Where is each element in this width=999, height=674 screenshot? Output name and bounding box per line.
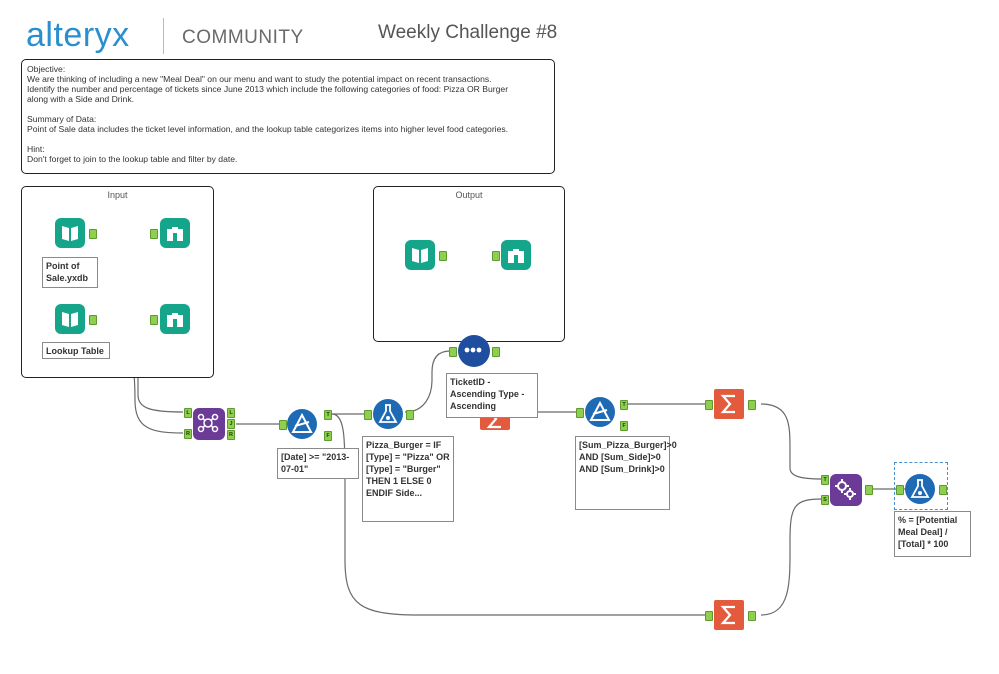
objective-heading: Objective: xyxy=(27,64,66,74)
objective-comment-box[interactable]: Objective: We are thinking of including … xyxy=(21,59,555,174)
community-label: COMMUNITY xyxy=(182,27,304,48)
selection-outline xyxy=(894,462,948,510)
wire-summarize-append xyxy=(760,403,823,480)
book-icon xyxy=(62,312,78,327)
wire-summarize2-append xyxy=(760,498,823,616)
sigma-icon xyxy=(720,394,735,414)
sigma-icon xyxy=(720,605,735,625)
join-l-output-anchor[interactable]: L xyxy=(227,408,235,418)
challenge-title: Weekly Challenge #8 xyxy=(378,22,558,43)
input-anchor[interactable] xyxy=(492,251,500,261)
filter-icon xyxy=(589,400,611,421)
input-anchor[interactable] xyxy=(896,485,904,495)
summary-heading: Summary of Data: xyxy=(27,114,97,124)
annotation-pos: Point of Sale.yxdb xyxy=(42,257,98,288)
binoculars-icon xyxy=(167,313,183,327)
output-anchor[interactable] xyxy=(748,611,756,621)
join-left-anchor[interactable]: L xyxy=(184,408,192,418)
filter-tool-date[interactable] xyxy=(287,409,317,439)
input-anchor[interactable] xyxy=(150,229,158,239)
output-container[interactable]: Output xyxy=(373,186,565,342)
summarize-tool-meal-deal[interactable] xyxy=(714,389,744,419)
flask-icon xyxy=(378,404,398,423)
annotation-filter-meal-deal: [Sum_Pizza_Burger]>0 AND [Sum_Side]>0 AN… xyxy=(575,436,677,510)
output-anchor[interactable] xyxy=(89,229,97,239)
output-anchor[interactable] xyxy=(439,251,447,261)
formula-tool-categories[interactable] xyxy=(373,399,403,429)
annotation-sort: TicketID - Ascending Type - Ascending xyxy=(446,373,538,418)
output-anchor[interactable] xyxy=(89,315,97,325)
filter-true-anchor[interactable]: T xyxy=(324,410,332,420)
sort-tool[interactable] xyxy=(458,335,490,367)
input-anchor[interactable] xyxy=(576,408,584,418)
wire-formula-summarize2 xyxy=(331,413,707,616)
summarize-tool-total[interactable] xyxy=(714,600,744,630)
join-r-output-anchor[interactable]: R xyxy=(227,430,235,440)
append-target-anchor[interactable]: T xyxy=(821,475,829,485)
input-anchor[interactable] xyxy=(364,410,372,420)
objective-line: along with a Side and Drink. xyxy=(27,94,135,104)
join-tool[interactable] xyxy=(193,408,225,440)
input-anchor[interactable] xyxy=(449,347,457,357)
filter-false-anchor[interactable]: F xyxy=(324,431,332,441)
formula-tool-percentage[interactable] xyxy=(905,474,935,504)
dots-icon xyxy=(464,347,482,353)
output-container-title: Output xyxy=(455,190,483,200)
input-anchor[interactable] xyxy=(705,400,713,410)
input-anchor[interactable] xyxy=(705,611,713,621)
output-anchor[interactable] xyxy=(748,400,756,410)
browse-tool-lookup[interactable] xyxy=(160,304,190,334)
browse-tool-output[interactable] xyxy=(501,240,531,270)
filter-icon xyxy=(291,412,313,433)
output-anchor[interactable] xyxy=(939,485,947,495)
objective-line: Identify the number and percentage of ti… xyxy=(27,84,509,94)
output-anchor[interactable] xyxy=(406,410,414,420)
input-tool-pos[interactable] xyxy=(55,218,85,248)
book-icon xyxy=(412,248,428,263)
join-right-anchor[interactable]: R xyxy=(184,429,192,439)
gears-icon xyxy=(835,479,856,500)
filter-tool-meal-deal[interactable] xyxy=(585,397,615,427)
output-anchor[interactable] xyxy=(492,347,500,357)
input-tool-lookup[interactable] xyxy=(55,304,85,334)
annotation-lookup: Lookup Table xyxy=(42,342,110,359)
binoculars-icon xyxy=(167,227,183,241)
filter-false-anchor[interactable]: F xyxy=(620,421,628,431)
annotation-formula-categories: Pizza_Burger = IF [Type] = "Pizza" OR [T… xyxy=(362,436,454,522)
flask-icon xyxy=(910,479,930,498)
annotation-filter-date: [Date] >= "2013-07-01" xyxy=(277,448,359,479)
filter-true-anchor[interactable]: T xyxy=(620,400,628,410)
input-container-title: Input xyxy=(107,190,128,200)
logo-divider xyxy=(163,18,164,54)
input-tool-output[interactable] xyxy=(405,240,435,270)
hint-heading: Hint: xyxy=(27,144,45,154)
input-anchor[interactable] xyxy=(150,315,158,325)
objective-line: We are thinking of including a new "Meal… xyxy=(27,74,492,84)
summary-line: Point of Sale data includes the ticket l… xyxy=(27,124,509,134)
alteryx-logo: alteryx xyxy=(26,16,130,54)
binoculars-icon xyxy=(508,249,524,263)
input-anchor[interactable] xyxy=(279,420,287,430)
wire-formula-sort xyxy=(404,350,451,413)
join-j-output-anchor[interactable]: J xyxy=(227,419,235,429)
append-fields-tool[interactable] xyxy=(830,474,862,506)
browse-tool-pos[interactable] xyxy=(160,218,190,248)
book-icon xyxy=(62,226,78,241)
annotation-formula-percentage: % = [Potential Meal Deal] / [Total] * 10… xyxy=(894,511,971,557)
output-anchor[interactable] xyxy=(865,485,873,495)
join-icon xyxy=(197,413,219,433)
hint-line: Don't forget to join to the lookup table… xyxy=(27,154,238,164)
append-source-anchor[interactable]: S xyxy=(821,495,829,505)
